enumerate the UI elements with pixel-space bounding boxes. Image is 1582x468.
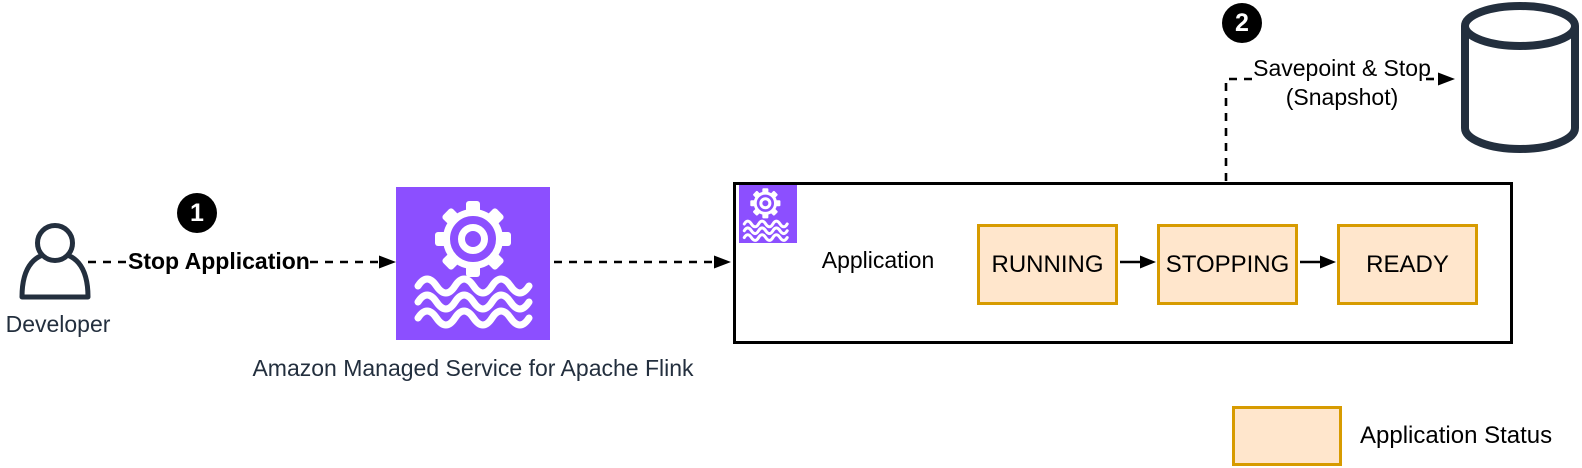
state-box-stopping: STOPPING [1157, 224, 1298, 305]
developer-icon [19, 223, 91, 300]
database-icon [1461, 2, 1579, 153]
stop-application-label: Stop Application [128, 248, 310, 274]
arrow-flink-to-application [554, 255, 731, 269]
state-box-running: RUNNING [977, 224, 1118, 305]
flink-icon-small [739, 185, 797, 243]
savepoint-label-line2: (Snapshot) [1285, 84, 1399, 110]
step-1-number: 1 [190, 198, 204, 227]
legend-label: Application Status [1360, 422, 1553, 449]
gear-waves-icon [414, 201, 533, 329]
managed-flink-icon [396, 187, 550, 340]
flink-caption: Amazon Managed Service for Apache Flink [252, 355, 694, 381]
savepoint-label: Savepoint & Stop (Snapshot) [1232, 54, 1452, 112]
legend-swatch [1232, 406, 1342, 466]
step-2-badge: 2 [1222, 3, 1262, 43]
developer-label: Developer [5, 311, 111, 337]
state-box-ready: READY [1337, 224, 1478, 305]
step-2-number: 2 [1235, 8, 1249, 37]
gear-waves-icon-small [742, 188, 789, 242]
savepoint-label-line1: Savepoint & Stop [1253, 55, 1431, 81]
step-1-badge: 1 [177, 193, 217, 233]
application-label: Application [821, 247, 935, 273]
